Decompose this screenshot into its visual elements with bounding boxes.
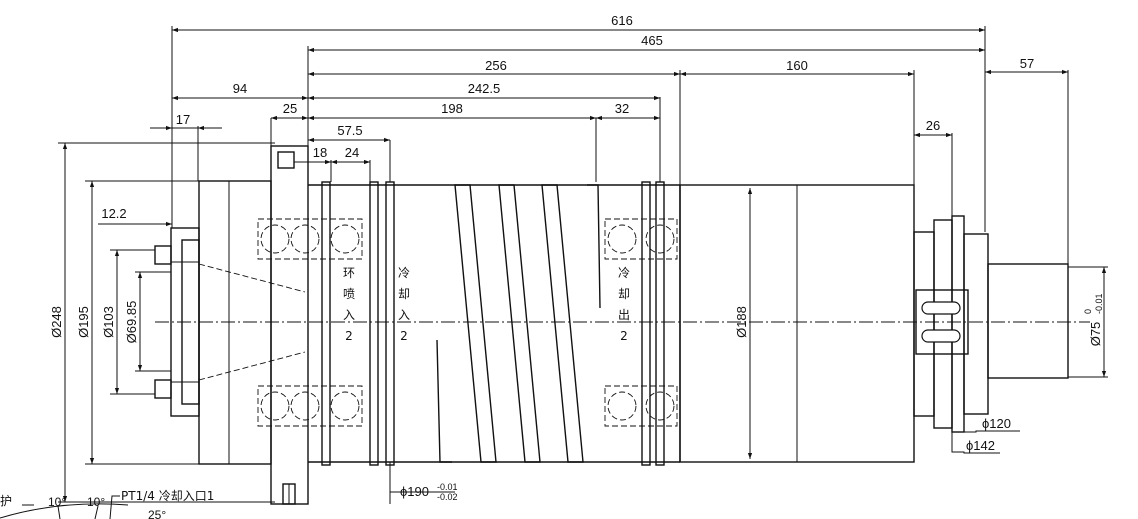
- dim-dia195: Ø195: [76, 306, 91, 338]
- dim-18: 18: [313, 145, 327, 160]
- dim-26: 26: [926, 118, 940, 133]
- dim-242-5: 242.5: [468, 81, 501, 96]
- rear-housing: [679, 184, 915, 463]
- dim-dia103: Ø103: [101, 306, 116, 338]
- svg-text:却: 却: [398, 287, 410, 301]
- svg-text:冷: 冷: [618, 266, 630, 280]
- dim-57: 57: [1020, 56, 1034, 71]
- dim-94: 94: [233, 81, 247, 96]
- label-coolant-out: 冷 却 出 2: [618, 266, 630, 343]
- label-angle-c: 25°: [148, 508, 166, 519]
- dimension-lines: [62, 27, 1107, 502]
- dim-17: 17: [176, 112, 190, 127]
- dim-phi142: ϕ142: [966, 438, 995, 453]
- front-bearings: [257, 218, 363, 427]
- svg-text:出: 出: [618, 308, 630, 322]
- dim-24: 24: [345, 145, 359, 160]
- dim-dia248: Ø248: [49, 306, 64, 338]
- svg-text:环: 环: [343, 266, 355, 280]
- rear-bearings: [604, 218, 678, 427]
- dim-dia75-tol-lower: -0.01: [1094, 293, 1104, 314]
- dim-32: 32: [615, 101, 629, 116]
- svg-text:喷: 喷: [343, 287, 355, 301]
- dim-12-2: 12.2: [101, 206, 126, 221]
- dim-phi190-tol-upper: -0.01: [437, 482, 458, 492]
- dim-25: 25: [283, 101, 297, 116]
- spindle-body: [308, 181, 681, 466]
- svg-text:却: 却: [618, 287, 630, 301]
- svg-text:2: 2: [400, 329, 408, 343]
- dim-dia75-tol-upper: 0: [1083, 309, 1093, 314]
- front-nose: [154, 227, 200, 417]
- dim-160: 160: [786, 58, 808, 73]
- dim-57-5: 57.5: [337, 123, 362, 138]
- dim-dia188: Ø188: [734, 306, 749, 338]
- rear-end: [913, 215, 1108, 433]
- dim-616: 616: [611, 13, 633, 28]
- svg-text:2: 2: [620, 329, 628, 343]
- label-angle-a: 10°: [48, 495, 66, 509]
- dim-dia75-group: Ø75 0 -0.01: [1083, 293, 1104, 346]
- dimension-texts: 616 465 256 160 57 94 242.5 25 198 32 17…: [49, 13, 1104, 502]
- svg-text:入: 入: [343, 308, 355, 322]
- dim-465: 465: [641, 33, 663, 48]
- svg-text:冷: 冷: [398, 266, 410, 280]
- label-coolant-in: 冷 却 入 2: [398, 266, 410, 343]
- dim-phi190: ϕ190: [400, 484, 429, 499]
- label-protect-partial: 护: [0, 494, 12, 508]
- dim-dia75: Ø75: [1088, 322, 1103, 347]
- dim-198: 198: [441, 101, 463, 116]
- svg-text:入: 入: [398, 308, 410, 322]
- label-ring-spray-in: 环 喷 入 2: [343, 266, 355, 343]
- main-flange: [270, 145, 309, 505]
- label-angle-b: 10°: [87, 495, 105, 509]
- label-pt-coolant-in: PT1/4 冷却入口1: [121, 489, 214, 503]
- dim-phi120: ϕ120: [982, 416, 1011, 431]
- dim-dia69-85: Ø69.85: [124, 301, 139, 344]
- svg-text:2: 2: [345, 329, 353, 343]
- dim-256: 256: [485, 58, 507, 73]
- bottom-section-view: 护 10° 10° 25° PT1/4 冷却入口1: [0, 489, 214, 519]
- dim-phi190-tol-lower: -0.02: [437, 492, 458, 502]
- front-flange: [198, 180, 306, 465]
